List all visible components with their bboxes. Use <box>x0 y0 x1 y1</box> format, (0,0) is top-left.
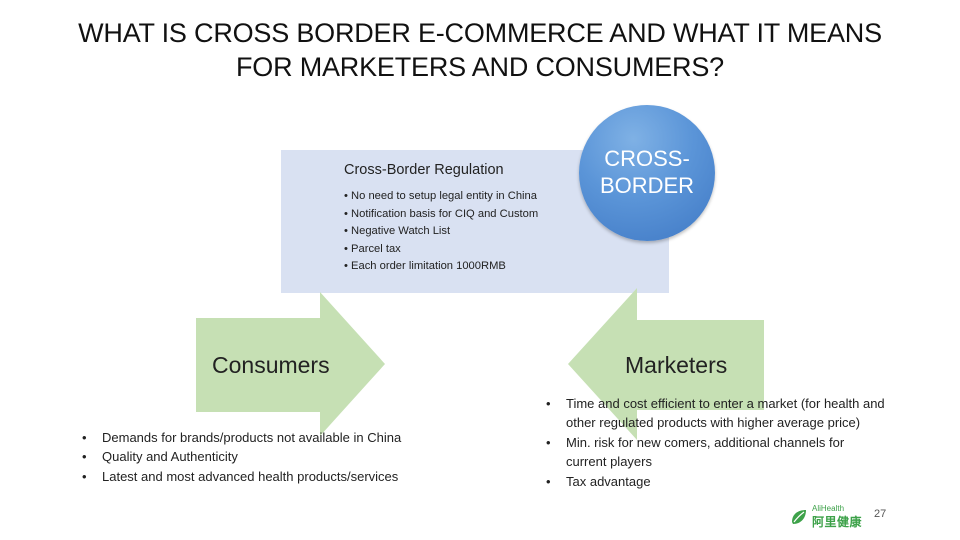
leaf-icon <box>792 510 806 524</box>
regulation-item: Notification basis for CIQ and Custom <box>344 206 538 224</box>
consumers-label: Consumers <box>212 352 330 378</box>
cross-border-label: CROSS- BORDER <box>579 145 715 199</box>
consumers-arrow <box>196 292 385 436</box>
cross-border-line-2: BORDER <box>599 173 695 198</box>
regulation-item: No need to setup legal entity in China <box>344 188 538 206</box>
marketer-item: Time and cost efficient to enter a marke… <box>546 394 886 433</box>
title-line-1: WHAT IS CROSS BORDER E-COMMERCE AND WHAT… <box>78 18 882 48</box>
marketer-item: Min. risk for new comers, additional cha… <box>546 433 886 472</box>
logo-text-cn: 阿里健康 <box>812 515 863 529</box>
marketers-list: Time and cost efficient to enter a marke… <box>546 394 886 491</box>
marketer-item: Tax advantage <box>546 472 886 492</box>
regulation-item: Each order limitation 1000RMB <box>344 258 538 276</box>
alihealth-logo: AliHealth 阿里健康 <box>790 504 864 529</box>
title-line-2: FOR MARKETERS AND CONSUMERS? <box>236 52 724 82</box>
cross-border-circle <box>579 105 715 241</box>
logo-text-en: AliHealth <box>812 504 845 513</box>
cross-border-line-1: CROSS- <box>604 146 690 171</box>
consumer-item: Latest and most advanced health products… <box>82 467 462 487</box>
page-number: 27 <box>874 508 887 520</box>
consumer-item: Demands for brands/products not availabl… <box>82 428 462 448</box>
slide-title: WHAT IS CROSS BORDER E-COMMERCE AND WHAT… <box>20 16 940 84</box>
regulation-item: Parcel tax <box>344 241 538 259</box>
marketers-label: Marketers <box>625 352 728 378</box>
consumer-item: Quality and Authenticity <box>82 447 462 467</box>
regulation-title: Cross-Border Regulation <box>344 162 504 178</box>
consumers-list: Demands for brands/products not availabl… <box>82 428 462 487</box>
regulation-item: Negative Watch List <box>344 223 538 241</box>
regulation-list: No need to setup legal entity in China N… <box>344 188 538 276</box>
